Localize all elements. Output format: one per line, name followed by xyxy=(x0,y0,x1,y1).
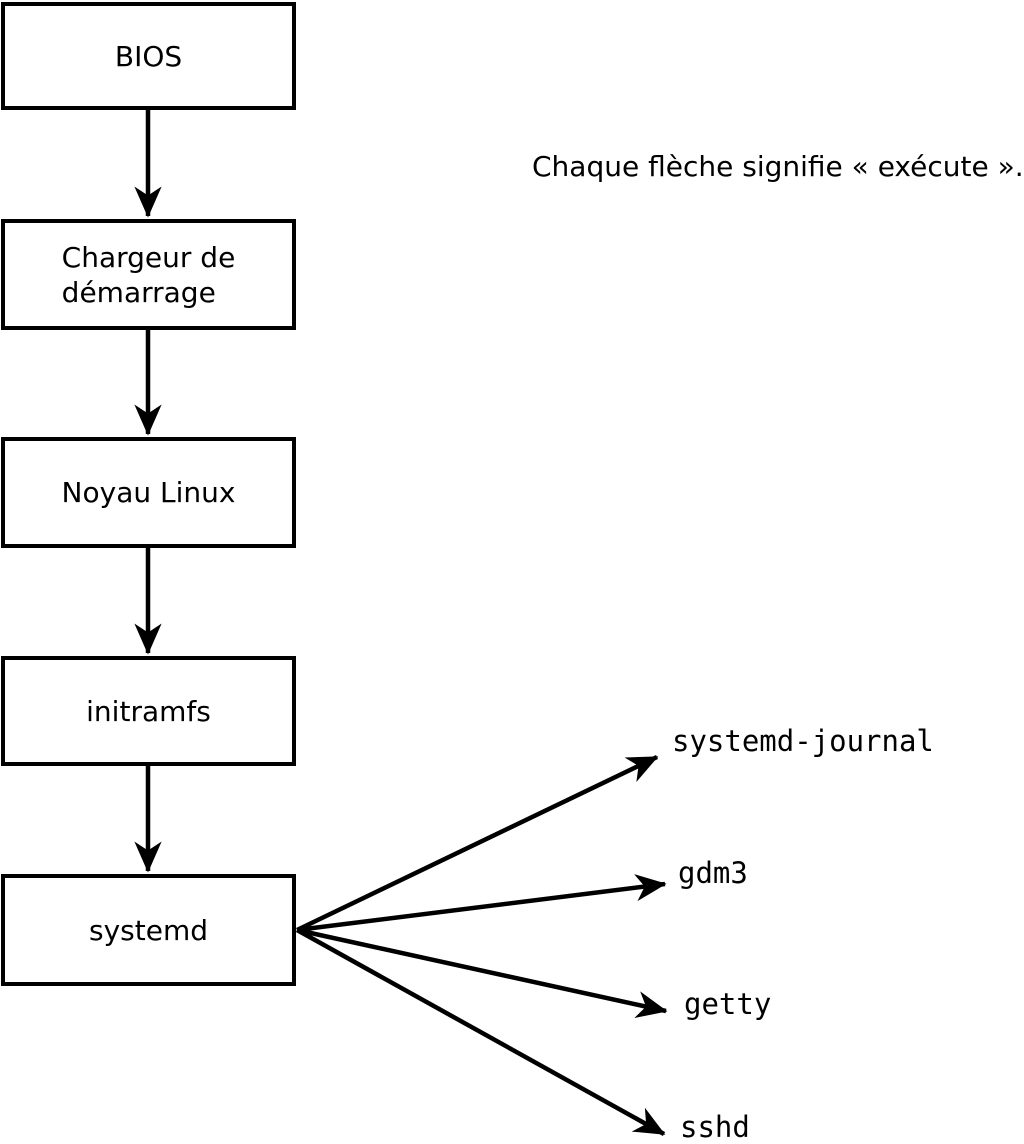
node-initramfs-label: initramfs xyxy=(86,694,211,728)
node-systemd: systemd xyxy=(1,874,296,986)
diagram-caption: Chaque flèche signifie « exécute ». xyxy=(532,150,1024,183)
node-bios-label: BIOS xyxy=(114,39,183,73)
node-kernel: Noyau Linux xyxy=(1,437,296,548)
node-bootloader: Chargeur de démarrage xyxy=(1,219,296,330)
process-label-sshd: sshd xyxy=(680,1110,750,1144)
node-systemd-label: systemd xyxy=(89,913,208,947)
edge-systemd-to-getty xyxy=(296,927,668,1019)
node-kernel-label: Noyau Linux xyxy=(61,476,236,509)
node-bootloader-label: Chargeur de démarrage xyxy=(61,240,236,309)
edge-systemd-to-sshd xyxy=(295,928,666,1136)
process-label-gdm3: gdm3 xyxy=(678,856,748,890)
node-initramfs: initramfs xyxy=(1,656,296,766)
edge-systemd-to-gdm3 xyxy=(296,874,667,933)
process-label-systemd-journal: systemd-journal xyxy=(672,724,934,758)
process-label-getty: getty xyxy=(684,987,772,1021)
edge-systemd-to-systemd-journal xyxy=(296,754,659,933)
node-bios: BIOS xyxy=(1,2,296,110)
